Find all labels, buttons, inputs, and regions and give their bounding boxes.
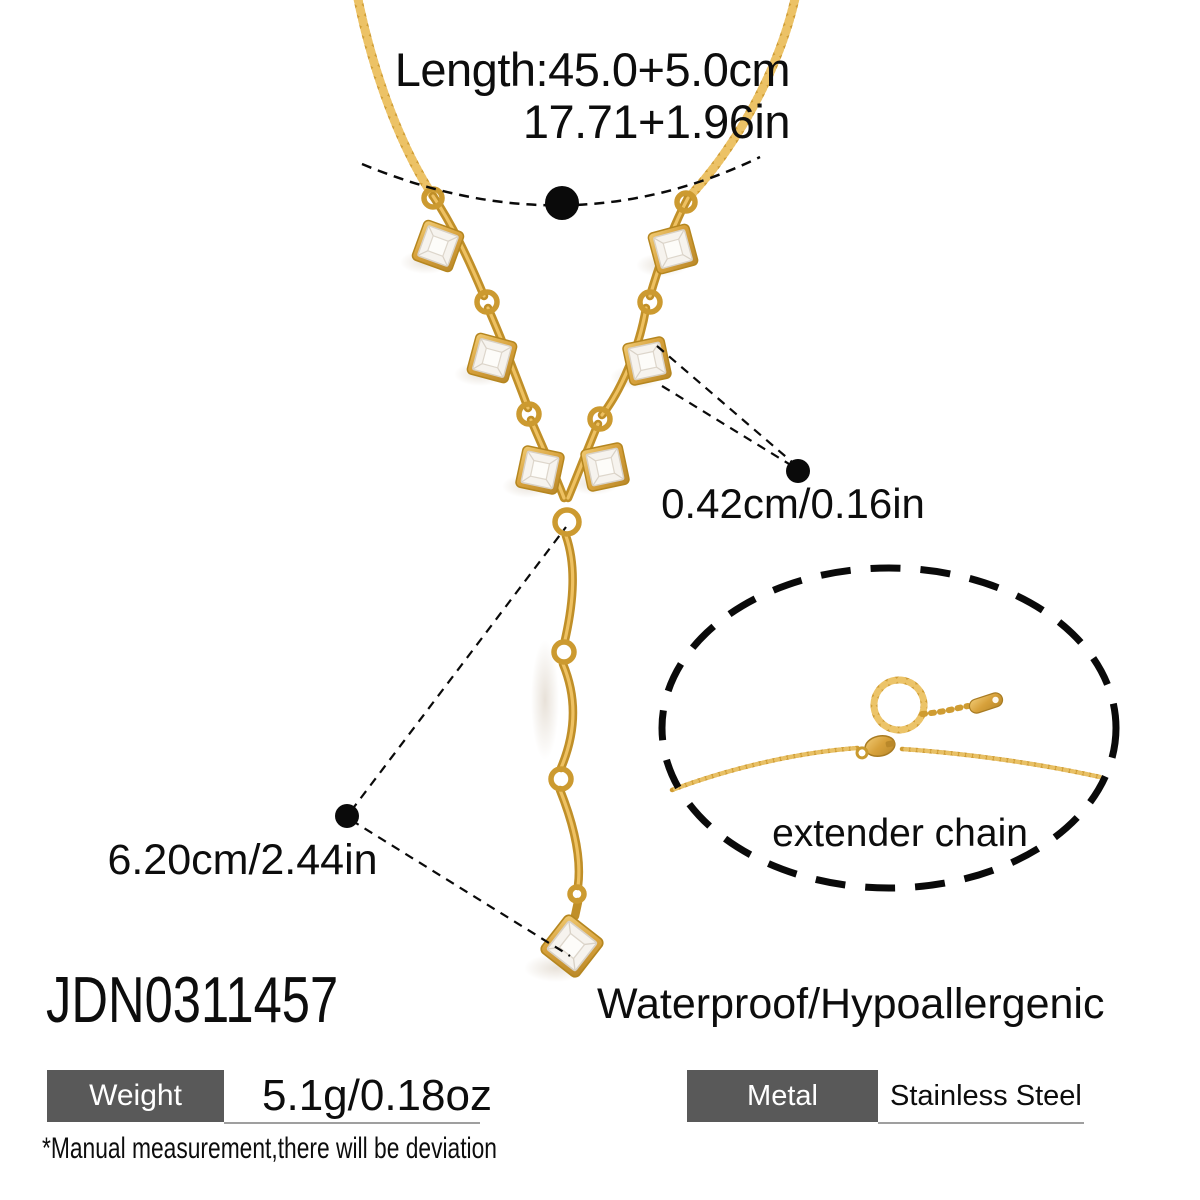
drop-measure-dot-icon (335, 804, 359, 828)
extender-tag (968, 692, 1004, 714)
weight-label-box: Weight (47, 1070, 224, 1122)
cz-stone (580, 442, 630, 492)
drop-measure-line (350, 526, 567, 812)
connector-rings (421, 186, 698, 904)
pendant-stone (540, 914, 604, 978)
stone-measure-line (656, 345, 793, 463)
necklace-chain-right (683, 0, 800, 203)
measurement-annotations (335, 155, 1120, 957)
cz-stone (622, 336, 672, 386)
metal-label: Metal (747, 1079, 818, 1112)
product-features: Waterproof/Hypoallergenic (597, 980, 1105, 1028)
length-annotation: Length:45.0+5.0cm 17.71+1.96in (368, 43, 791, 148)
length-in-text: 17.71+1.96in (522, 94, 791, 148)
extender-dashed-ellipse (658, 564, 1120, 892)
extender-chain-label: extender chain (772, 812, 1028, 855)
necklace-bars (428, 191, 693, 921)
weight-value: 5.1g/0.18oz (224, 1070, 492, 1124)
stone-measure-line (661, 385, 795, 468)
weight-spec-row: Weight 5.1g/0.18oz (47, 1070, 492, 1124)
cz-stones (411, 219, 699, 978)
product-sku: JDN0311457 (46, 963, 339, 1036)
extender-chain-photo (669, 676, 1103, 793)
cz-stone (647, 223, 699, 275)
length-measure-dot-icon (545, 186, 579, 220)
weight-label: Weight (89, 1079, 182, 1112)
drop-length-text: 6.20cm/2.44in (107, 836, 378, 884)
drop-measure-line (350, 819, 571, 957)
stone-size-text: 0.42cm/0.16in (661, 480, 925, 527)
metal-label-box: Metal (687, 1070, 878, 1122)
cz-stone (515, 445, 565, 495)
length-cm-text: Length:45.0+5.0cm (394, 43, 791, 96)
cz-stone (411, 219, 465, 273)
stone-measure-dot-icon (786, 459, 810, 483)
lobster-clasp (855, 734, 896, 760)
measurement-footnote: *Manual measurement,there will be deviat… (42, 1132, 497, 1165)
metal-spec-row: Metal Stainless Steel (687, 1070, 1084, 1124)
metal-value: Stainless Steel (878, 1070, 1084, 1124)
cz-stone (466, 332, 518, 384)
necklace-chain-left (353, 0, 438, 201)
